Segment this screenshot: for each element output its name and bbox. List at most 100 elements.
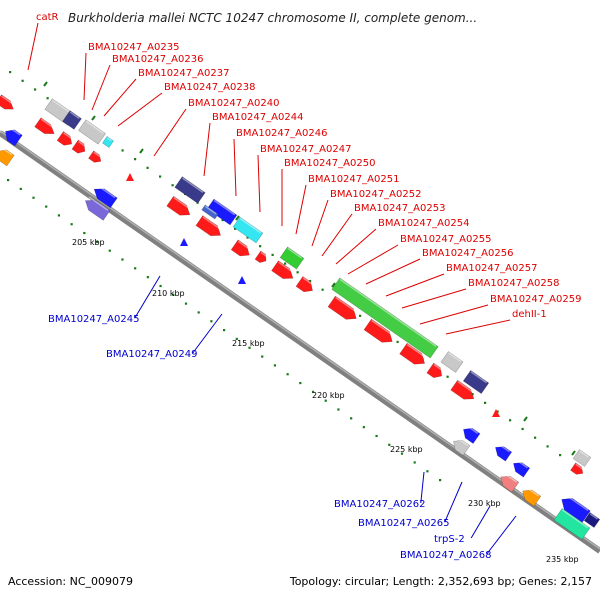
gene-outer-9 xyxy=(440,351,464,373)
leader-a0251 xyxy=(295,184,307,235)
gene-forward-4 xyxy=(88,150,102,163)
gene-inner-13 xyxy=(553,508,591,540)
leader-a0253 xyxy=(321,213,353,257)
gene-inner-3 xyxy=(84,196,111,221)
gene-outer-7 xyxy=(279,246,305,270)
leader-a0246 xyxy=(233,138,237,197)
leader-a0249 xyxy=(192,313,223,354)
strand-marker-2 xyxy=(180,238,188,246)
gene-forward-15 xyxy=(450,379,476,400)
gene-forward-7 xyxy=(230,239,252,257)
gene-label-a0257: BMA10247_A0257 xyxy=(446,263,537,274)
gene-label-a0247: BMA10247_A0247 xyxy=(260,144,351,155)
gene-label-a0244: BMA10247_A0244 xyxy=(212,112,303,123)
scale-t235: 235 kbp xyxy=(546,555,579,564)
track-dots-inner xyxy=(7,179,442,482)
gene-outer-4 xyxy=(174,176,206,204)
gene-forward-1 xyxy=(34,117,56,135)
gene-outer-1 xyxy=(62,110,82,130)
gene-label-a0249: BMA10247_A0249 xyxy=(106,349,197,360)
leader-a0235 xyxy=(83,52,87,101)
gene-inner-1 xyxy=(0,146,15,167)
gene-outer-3 xyxy=(102,136,114,148)
summary-text: Topology: circular; Length: 2,352,693 bp… xyxy=(289,575,592,588)
gene-label-catR: catR xyxy=(36,12,59,23)
gene-label-a0251: BMA10247_A0251 xyxy=(308,174,399,185)
gene-inner-5 xyxy=(453,437,471,456)
leader-a0247 xyxy=(257,154,261,213)
gene-outer-2 xyxy=(78,119,106,145)
gene-forward-12 xyxy=(363,318,395,343)
gene-label-a0256: BMA10247_A0256 xyxy=(422,248,513,259)
gene-label-a0238: BMA10247_A0238 xyxy=(164,82,255,93)
scale-t205: 205 kbp xyxy=(72,238,105,247)
strand-marker-4 xyxy=(492,409,500,417)
gene-label-a0253: BMA10247_A0253 xyxy=(354,203,445,214)
strand-marker-1 xyxy=(126,173,134,181)
gene-label-trpS2: trpS-2 xyxy=(434,534,465,545)
gene-inner-9 xyxy=(522,486,542,507)
gene-inner-8 xyxy=(500,472,520,493)
gene-forward-6 xyxy=(195,215,223,237)
gene-forward-10 xyxy=(295,276,315,293)
leader-dehII1 xyxy=(445,319,511,335)
gene-outer-overlay xyxy=(201,204,219,220)
leader-a0254 xyxy=(335,228,377,265)
gene-forward-13 xyxy=(399,342,427,365)
scale-t210: 210 kbp xyxy=(152,289,185,298)
gene-inner-0 xyxy=(5,126,23,147)
accession-text: Accession: NC_009079 xyxy=(8,575,133,588)
gene-label-a0255: BMA10247_A0255 xyxy=(400,234,491,245)
gene-forward-9 xyxy=(271,260,295,279)
backbone xyxy=(0,130,600,554)
leader-a0237 xyxy=(103,78,137,117)
gene-inner-2 xyxy=(93,184,118,209)
gene-label-a0259: BMA10247_A0259 xyxy=(490,294,581,305)
gene-inner-10 xyxy=(572,449,592,467)
gene-label-a0250: BMA10247_A0250 xyxy=(284,158,375,169)
gene-label-a0265: BMA10247_A0265 xyxy=(358,518,449,529)
gene-label-a0245: BMA10247_A0245 xyxy=(48,314,139,325)
gene-label-a0246: BMA10247_A0246 xyxy=(236,128,327,139)
leader-a0265 xyxy=(444,481,463,523)
scale-t230: 230 kbp xyxy=(468,499,501,508)
leader-a0238 xyxy=(117,92,163,127)
leader-a0268 xyxy=(486,515,517,555)
gene-label-dehII1: dehII-1 xyxy=(512,309,547,320)
map-title: Burkholderia mallei NCTC 10247 chromosom… xyxy=(68,11,477,25)
scale-t215: 215 kbp xyxy=(232,339,265,348)
gene-forward-8 xyxy=(254,250,268,264)
forward-gene-labels: catR BMA10247_A0235BMA10247_A0236BMA10247… xyxy=(27,12,581,335)
scale-t225: 225 kbp xyxy=(390,445,423,454)
leader-catR xyxy=(27,22,39,71)
leader-a0236 xyxy=(91,64,111,111)
gene-inner-14 xyxy=(583,512,600,528)
gene-outer-10 xyxy=(462,369,490,395)
leader-a0245 xyxy=(134,275,161,319)
gene-label-a0240: BMA10247_A0240 xyxy=(188,98,279,109)
gene-label-a0252: BMA10247_A0252 xyxy=(330,189,421,200)
gene-outer-8 xyxy=(331,277,439,359)
leader-a0244 xyxy=(203,122,211,177)
gene-label-a0235: BMA10247_A0235 xyxy=(88,42,179,53)
leader-a0262 xyxy=(420,471,425,504)
leader-a0258 xyxy=(401,288,467,309)
leader-a0259 xyxy=(419,304,489,325)
gene-label-a0236: BMA10247_A0236 xyxy=(112,54,203,65)
gene-label-a0254: BMA10247_A0254 xyxy=(378,218,469,229)
leader-a0255 xyxy=(347,244,399,275)
scale-t220: 220 kbp xyxy=(312,391,345,400)
gene-inner-6 xyxy=(495,443,513,462)
strand-marker-3 xyxy=(238,276,246,284)
gene-label-a0268: BMA10247_A0268 xyxy=(400,550,491,561)
gene-inner-4 xyxy=(463,425,481,444)
gene-outer-5 xyxy=(206,198,238,226)
gene-label-a0258: BMA10247_A0258 xyxy=(468,278,559,289)
gene-inner-7 xyxy=(513,459,531,478)
gene-forward-0 xyxy=(0,94,15,110)
gene-inner-12 xyxy=(561,494,591,523)
gene-forward-2 xyxy=(56,131,74,146)
gene-inner-11 xyxy=(570,462,584,475)
gene-outer-6 xyxy=(232,216,264,244)
